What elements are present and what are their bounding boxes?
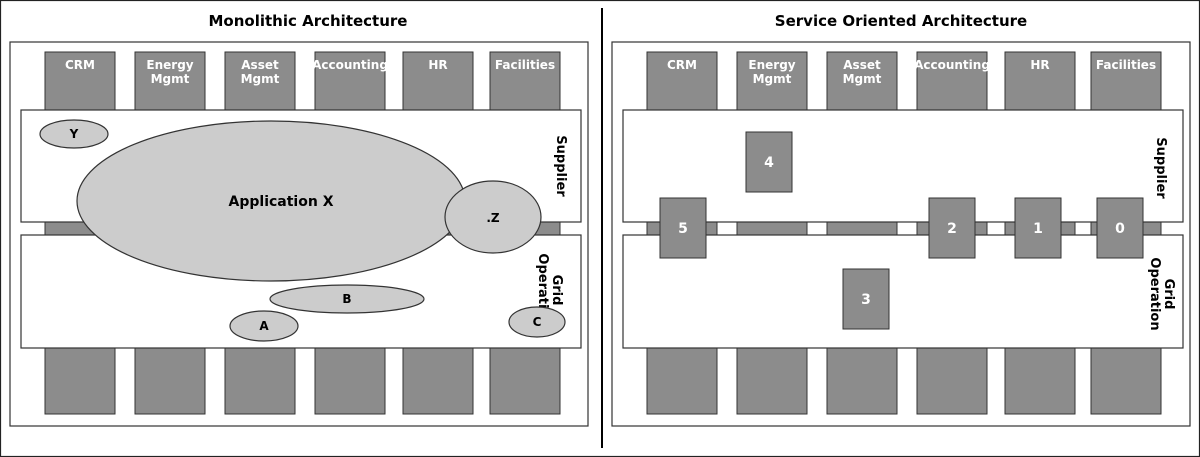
soa-title: Service Oriented Architecture [775, 12, 1027, 30]
bottom-box-4 [314, 347, 386, 415]
z-ellipse [444, 180, 542, 254]
soa-app-box-hr [1004, 51, 1076, 111]
app-label-asset: Asset [241, 58, 279, 72]
soa-bottom-box-2 [736, 347, 808, 415]
monolithic-panel: Monolithic Architecture CRM Energy Mgmt … [9, 12, 589, 427]
soa-bottom-box-1 [646, 347, 718, 415]
soa-top-apps: CRM Energy Mgmt Asset Mgmt Accounting HR… [646, 51, 1162, 111]
service-box-1 [1014, 197, 1062, 259]
service-box-4 [745, 131, 793, 193]
bottom-box-1 [44, 347, 116, 415]
soa-app-label-hr: HR [1030, 58, 1049, 72]
soa-connector-3 [826, 221, 898, 236]
grid-label: Grid [549, 275, 564, 306]
supplier-label: Supplier [553, 135, 568, 197]
bottom-box-6 [489, 347, 561, 415]
monolithic-title: Monolithic Architecture [209, 12, 408, 30]
app-box-facilities [489, 51, 561, 111]
soa-supplier-label: Supplier [1153, 137, 1168, 199]
soa-app-box-asset-mgmt [826, 51, 898, 111]
z-label: .Z [486, 211, 500, 225]
soa-supplier-band [622, 109, 1184, 223]
service-box-3 [842, 268, 890, 330]
soa-app-box-energy-mgmt [736, 51, 808, 111]
c-label: C [533, 315, 542, 329]
soa-app-label-crm: CRM [667, 58, 697, 72]
a-label: A [259, 319, 269, 333]
service-label-0: 0 [1115, 221, 1125, 237]
app-label-crm: CRM [65, 58, 95, 72]
a-ellipse [229, 310, 299, 342]
app-label-asset-mgmt: Mgmt [241, 72, 280, 86]
soa-grid-operation-band [622, 234, 1184, 349]
soa-connector-2 [736, 221, 808, 236]
soa-bottom-box-5 [1004, 347, 1076, 415]
app-label-energy: Energy [146, 58, 193, 72]
service-label-1: 1 [1033, 221, 1043, 237]
bottom-box-2 [134, 347, 206, 415]
c-ellipse [508, 306, 566, 338]
soa-bottom-box-3 [826, 347, 898, 415]
y-label: Y [69, 127, 79, 141]
application-x-label: Application X [229, 194, 334, 210]
app-label-accounting: Accounting [312, 58, 388, 72]
app-box-energy-mgmt [134, 51, 206, 111]
b-ellipse [269, 284, 425, 314]
soa-app-label-facilities: Facilities [1096, 58, 1156, 72]
soa-panel: Service Oriented Architecture CRM Energy… [611, 12, 1191, 427]
soa-app-label-energy: Energy [748, 58, 795, 72]
monolithic-bottom-apps [44, 347, 561, 415]
app-label-hr: HR [428, 58, 447, 72]
soa-app-label-asset: Asset [843, 58, 881, 72]
soa-grid-label: Grid [1161, 279, 1176, 310]
service-box-5 [659, 197, 707, 259]
bottom-box-5 [402, 347, 474, 415]
soa-bottom-apps [646, 347, 1162, 415]
app-box-asset-mgmt [224, 51, 296, 111]
b-label: B [342, 292, 351, 306]
soa-bottom-box-4 [916, 347, 988, 415]
app-box-hr [402, 51, 474, 111]
monolithic-ellipses: Application X Y .Z B A C [39, 119, 566, 342]
app-label-facilities: Facilities [495, 58, 555, 72]
bottom-box-3 [224, 347, 296, 415]
soa-app-box-accounting [916, 51, 988, 111]
app-box-accounting [314, 51, 386, 111]
soa-app-label-energy-mgmt: Mgmt [753, 72, 792, 86]
soa-app-label-accounting: Accounting [914, 58, 990, 72]
soa-operation-label: Operation [1147, 257, 1162, 330]
app-label-energy-mgmt: Mgmt [151, 72, 190, 86]
soa-services: 4 5 2 1 0 3 [659, 131, 1144, 330]
soa-app-box-facilities [1090, 51, 1162, 111]
service-label-2: 2 [947, 221, 957, 237]
monolithic-top-apps: CRM Energy Mgmt Asset Mgmt Accounting HR… [44, 51, 561, 111]
service-box-0 [1096, 197, 1144, 259]
service-label-4: 4 [764, 155, 774, 171]
service-label-3: 3 [861, 292, 871, 308]
y-ellipse [39, 119, 109, 149]
soa-app-label-asset-mgmt: Mgmt [843, 72, 882, 86]
service-label-5: 5 [678, 221, 688, 237]
app-box-crm [44, 51, 116, 111]
soa-bottom-box-6 [1090, 347, 1162, 415]
service-box-2 [928, 197, 976, 259]
